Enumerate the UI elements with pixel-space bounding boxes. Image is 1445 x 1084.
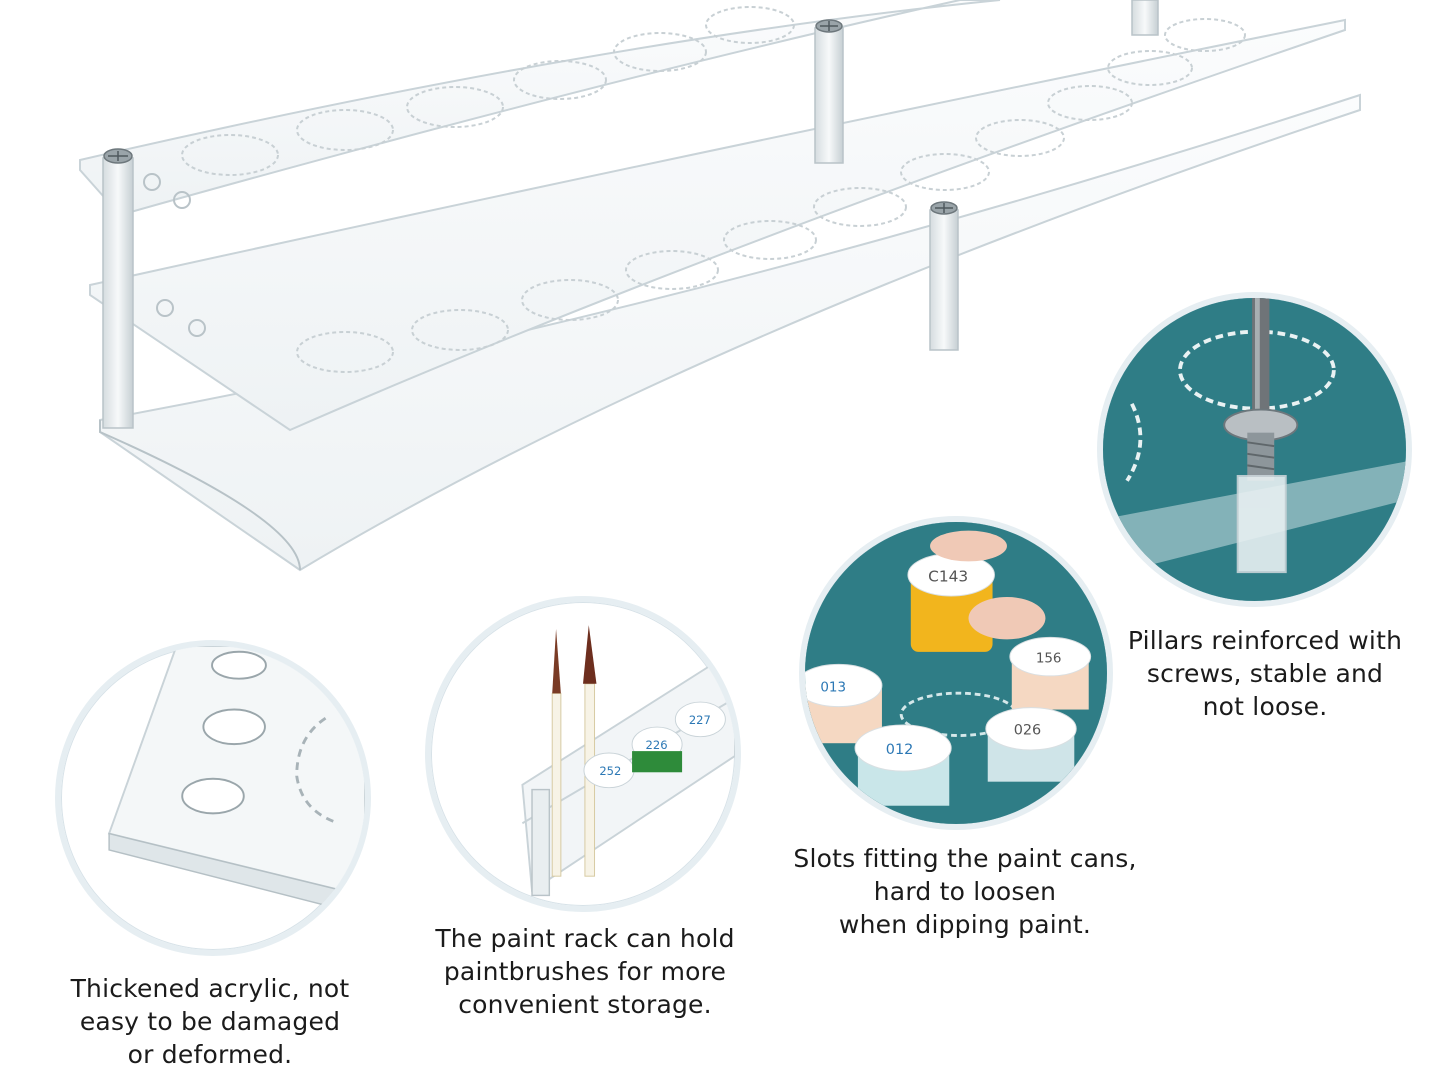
middle-shelf bbox=[89, 18, 1346, 432]
thickened-acrylic-photo bbox=[55, 640, 371, 956]
svg-text:156: 156 bbox=[1036, 651, 1062, 666]
slots-photo: C143 156 013 012 026 bbox=[799, 516, 1113, 830]
caption-thickened-acrylic: Thickened acrylic, not easy to be damage… bbox=[70, 974, 350, 1069]
pillars-photo bbox=[1097, 292, 1412, 607]
paint-cans-closeup: C143 156 013 012 026 bbox=[805, 522, 1107, 824]
pillar-closeup bbox=[1236, 474, 1287, 574]
caption-brush-holder: The paint rack can hold paintbrushes for… bbox=[435, 924, 735, 1019]
acrylic-edge-closeup bbox=[107, 646, 365, 917]
paint-can-4: 012 bbox=[854, 724, 952, 806]
paint-can-3: 013 bbox=[805, 663, 883, 744]
caption-slots: Slots fitting the paint cans, hard to lo… bbox=[793, 844, 1137, 939]
screwdriver bbox=[1252, 298, 1270, 419]
brush-holder-photo: 252 226 227 bbox=[425, 596, 741, 912]
brush-holder-closeup: 252 226 227 bbox=[521, 625, 735, 897]
svg-text:C143: C143 bbox=[928, 568, 968, 586]
paintbrush-2 bbox=[583, 625, 597, 877]
paint-can-yellow: C143 bbox=[907, 553, 995, 652]
caption-pillars: Pillars reinforced with screws, stable a… bbox=[1127, 626, 1403, 721]
paint-can-5: 026 bbox=[985, 707, 1077, 782]
paintbrush-1 bbox=[551, 628, 562, 877]
brush-paint-cans: 252 226 227 bbox=[583, 701, 726, 789]
svg-text:252: 252 bbox=[599, 764, 621, 778]
svg-text:026: 026 bbox=[1014, 723, 1042, 739]
svg-text:227: 227 bbox=[689, 713, 711, 727]
svg-text:013: 013 bbox=[820, 680, 846, 695]
svg-text:226: 226 bbox=[646, 738, 668, 752]
screwdriver-closeup bbox=[1103, 298, 1406, 601]
svg-text:012: 012 bbox=[886, 742, 914, 758]
screw bbox=[1223, 408, 1299, 481]
acrylic-rack-illustration bbox=[79, 0, 1361, 572]
paint-can-2: 156 bbox=[1009, 636, 1092, 710]
top-shelf bbox=[79, 0, 1001, 217]
pillars bbox=[102, 0, 1159, 429]
